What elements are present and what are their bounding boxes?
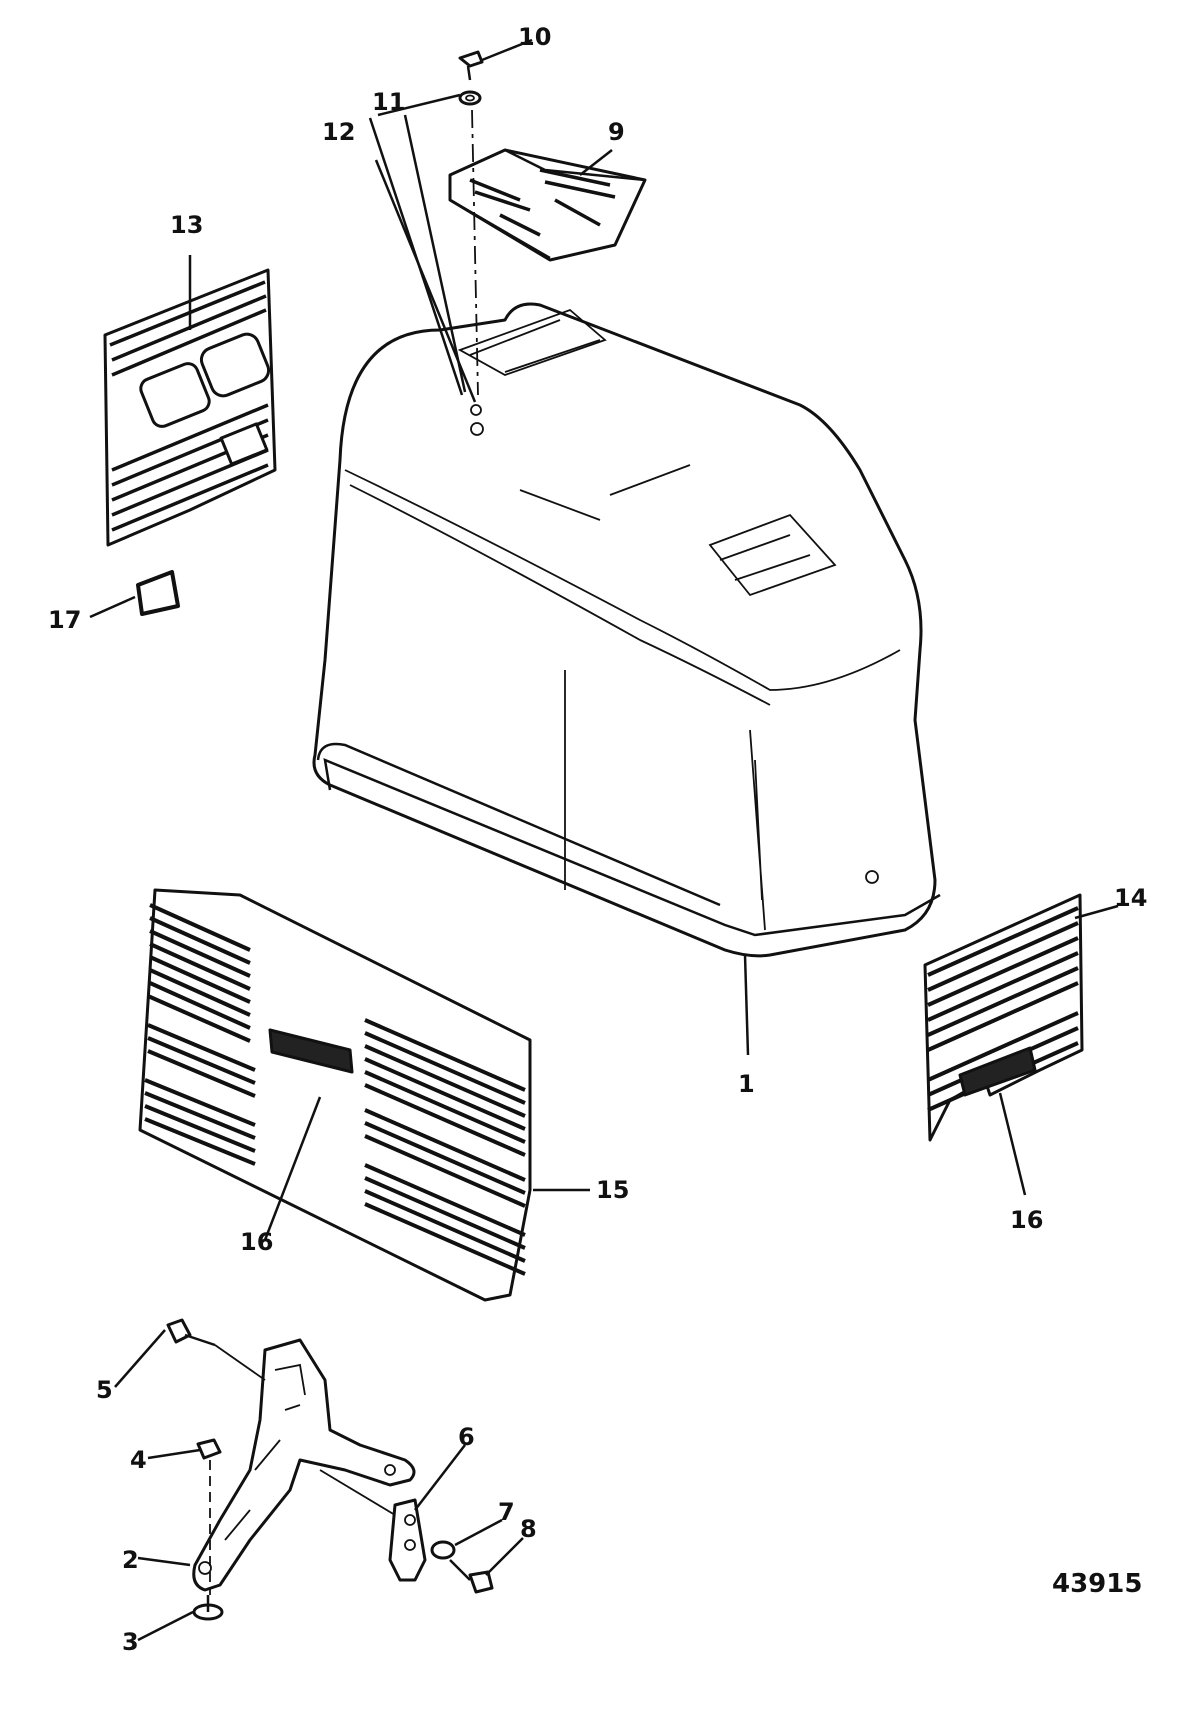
callout-8: 8 — [520, 1515, 537, 1543]
front-panel-decal-part — [138, 888, 532, 1302]
callout-14: 14 — [1114, 884, 1147, 912]
screw-and-washer-part — [458, 50, 484, 396]
callout-12: 12 — [322, 118, 355, 146]
leader-lines — [89, 38, 1119, 1642]
callout-6: 6 — [458, 1423, 475, 1451]
callout-11: 11 — [372, 88, 405, 116]
callout-1: 1 — [738, 1070, 755, 1098]
callout-15: 15 — [596, 1176, 629, 1204]
callout-16-front: 16 — [240, 1228, 273, 1256]
callout-17: 17 — [48, 606, 81, 634]
rear-decal-part — [923, 893, 1084, 1142]
callout-9: 9 — [608, 118, 625, 146]
callout-10: 10 — [518, 23, 551, 51]
callout-4: 4 — [130, 1446, 147, 1474]
small-decal-part — [136, 570, 180, 616]
callout-16-rear: 16 — [1010, 1206, 1043, 1234]
callout-5: 5 — [96, 1376, 113, 1404]
top-cowl-part — [312, 302, 941, 958]
callout-2: 2 — [122, 1546, 139, 1574]
callout-3: 3 — [122, 1628, 139, 1656]
callout-labels: 1 2 3 4 5 6 7 8 9 10 11 12 13 14 15 16 1… — [48, 23, 1147, 1656]
figure-number: 43915 — [1052, 1569, 1142, 1599]
bracket-assembly-part — [166, 1318, 494, 1621]
top-vent-cover-part — [448, 148, 647, 262]
callout-7: 7 — [498, 1498, 515, 1526]
callout-13: 13 — [170, 211, 203, 239]
side-decal-part — [103, 268, 277, 547]
